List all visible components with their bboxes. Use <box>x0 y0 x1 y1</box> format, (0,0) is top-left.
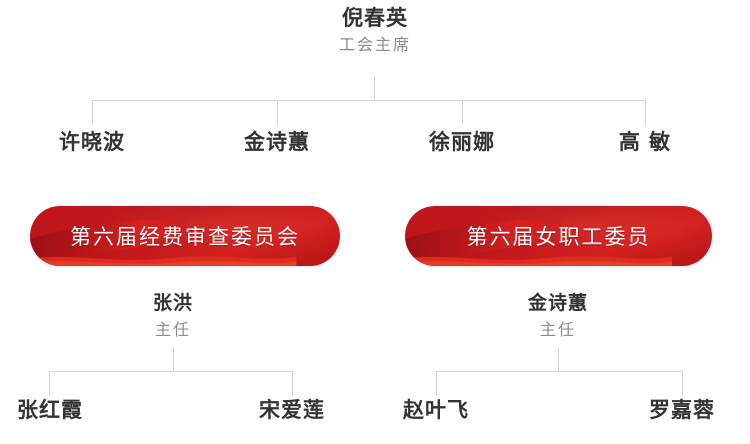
committee-1-member-1: 张红霞 <box>0 398 100 422</box>
committee-banner-2[interactable]: 第六届女职工委员 <box>405 206 712 266</box>
connector-committee-1-drop-1 <box>49 371 50 396</box>
connector-committee-2-drop-2 <box>682 371 683 396</box>
connector-level2-bus <box>92 100 646 101</box>
level2-node-1: 许晓波 <box>32 130 152 154</box>
committee-1-member-2-name: 宋爱莲 <box>259 398 325 422</box>
root-node-title: 工会主席 <box>338 35 411 55</box>
committee-banner-2-label: 第六届女职工委员 <box>466 225 651 249</box>
committee-2-chair-title: 主任 <box>539 319 576 339</box>
level2-node-3-name: 徐丽娜 <box>429 130 495 154</box>
committee-2-member-2: 罗嘉蓉 <box>632 398 732 422</box>
connector-committee-2-drop-1 <box>436 371 437 396</box>
committee-banner-1-label: 第六届经费审查委员会 <box>70 225 300 249</box>
level2-node-1-name: 许晓波 <box>59 130 125 154</box>
committee-1-member-1-name: 张红霞 <box>17 398 83 422</box>
committee-2-member-1: 赵叶飞 <box>386 398 486 422</box>
connector-committee-1-stem <box>173 348 174 372</box>
connector-committee-1-drop-2 <box>292 371 293 396</box>
level2-node-4-name: 高 敏 <box>618 130 672 154</box>
committee-1-member-2: 宋爱莲 <box>242 398 342 422</box>
level2-node-2: 金诗蕙 <box>217 130 337 154</box>
connector-level2-drop-2 <box>277 100 278 125</box>
committee-1-chair-title: 主任 <box>154 319 191 339</box>
root-node: 倪春英 工会主席 <box>275 6 475 56</box>
committee-2-chair: 金诗蕙 主任 <box>498 292 618 341</box>
connector-level2-drop-1 <box>92 100 93 125</box>
level2-node-3: 徐丽娜 <box>402 130 522 154</box>
connector-level2-drop-4 <box>645 100 646 125</box>
connector-level2-drop-3 <box>462 100 463 125</box>
committee-2-chair-name: 金诗蕙 <box>527 292 588 314</box>
connector-root-stem <box>374 75 375 101</box>
committee-1-chair: 张洪 主任 <box>113 292 233 341</box>
committee-2-member-1-name: 赵叶飞 <box>403 398 469 422</box>
connector-committee-1-bus <box>49 371 292 372</box>
committee-1-chair-name: 张洪 <box>152 292 193 314</box>
level2-node-4: 高 敏 <box>585 130 705 154</box>
level2-node-2-name: 金诗蕙 <box>244 130 310 154</box>
connector-committee-2-bus <box>436 371 682 372</box>
committee-2-member-2-name: 罗嘉蓉 <box>649 398 715 422</box>
committee-banner-1[interactable]: 第六届经费审查委员会 <box>30 206 340 266</box>
root-node-name: 倪春英 <box>342 6 408 30</box>
connector-committee-2-stem <box>558 348 559 372</box>
